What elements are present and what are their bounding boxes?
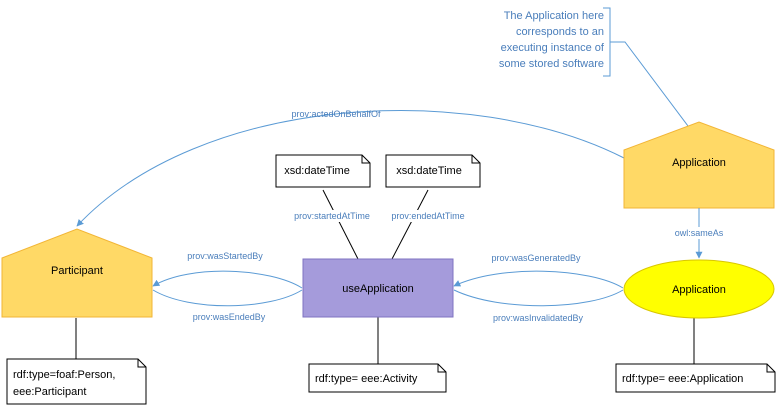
annotation-line-2: corresponds to an: [516, 26, 604, 38]
note-ended-datetime-text: xsd:dateTime: [396, 165, 462, 177]
annotation-line-4: some stored software: [499, 58, 604, 70]
edge-label-was-ended-by: prov:wasEndedBy: [193, 312, 266, 322]
entity-application-node[interactable]: Application: [623, 259, 775, 319]
entity-application-label: Application: [672, 284, 726, 296]
note-started-datetime-text: xsd:dateTime: [284, 165, 350, 177]
edge-label-ended-at-time: prov:endedAtTime: [391, 211, 464, 221]
note-application-type-text: rdf:type= eee:Application: [622, 373, 743, 385]
edge-label-was-generated-by: prov:wasGeneratedBy: [491, 253, 581, 263]
participant-node[interactable]: Participant: [1, 228, 153, 318]
note-ended-datetime[interactable]: xsd:dateTime: [385, 154, 481, 188]
edge-label-was-started-by: prov:wasStartedBy: [187, 251, 263, 261]
edge-was-ended-by: prov:wasEndedBy: [152, 289, 303, 322]
note-activity-type[interactable]: rdf:type= eee:Activity: [308, 363, 447, 393]
note-participant-type[interactable]: rdf:type=foaf:Person, eee:Participant: [6, 358, 147, 405]
agent-application-label: Application: [672, 157, 726, 169]
note-started-datetime[interactable]: xsd:dateTime: [275, 154, 371, 188]
annotation-line-3: executing instance of: [501, 42, 605, 54]
edge-was-generated-by: prov:wasGeneratedBy: [453, 253, 624, 289]
participant-label: Participant: [51, 265, 103, 277]
note-participant-type-line-2: eee:Participant: [13, 386, 86, 398]
activity-label: useApplication: [342, 283, 414, 295]
agent-application-node[interactable]: Application: [623, 121, 775, 209]
note-connectors: [75, 189, 695, 364]
edge-same-as: owl:sameAs: [672, 208, 726, 259]
edge-was-invalidated-by: prov:wasInvalidatedBy: [453, 289, 624, 323]
edge-label-started-at-time: prov:startedAtTime: [294, 211, 370, 221]
edge-label-same-as: owl:sameAs: [675, 228, 724, 238]
note-activity-type-text: rdf:type= eee:Activity: [315, 373, 418, 385]
edge-label-was-invalidated-by: prov:wasInvalidatedBy: [493, 313, 584, 323]
annotation-line-1: The Application here: [504, 10, 604, 22]
note-participant-type-line-1: rdf:type=foaf:Person,: [13, 369, 115, 381]
note-application-type[interactable]: rdf:type= eee:Application: [615, 363, 776, 393]
edge-label-acted-on-behalf-of: prov:actedOnBehalfOf: [291, 109, 381, 119]
annotation-callout: The Application here corresponds to an e…: [499, 7, 704, 147]
edge-was-started-by: prov:wasStartedBy: [152, 251, 303, 289]
activity-node[interactable]: useApplication: [302, 258, 454, 318]
edge-acted-on-behalf-of: prov:actedOnBehalfOf: [76, 109, 625, 227]
